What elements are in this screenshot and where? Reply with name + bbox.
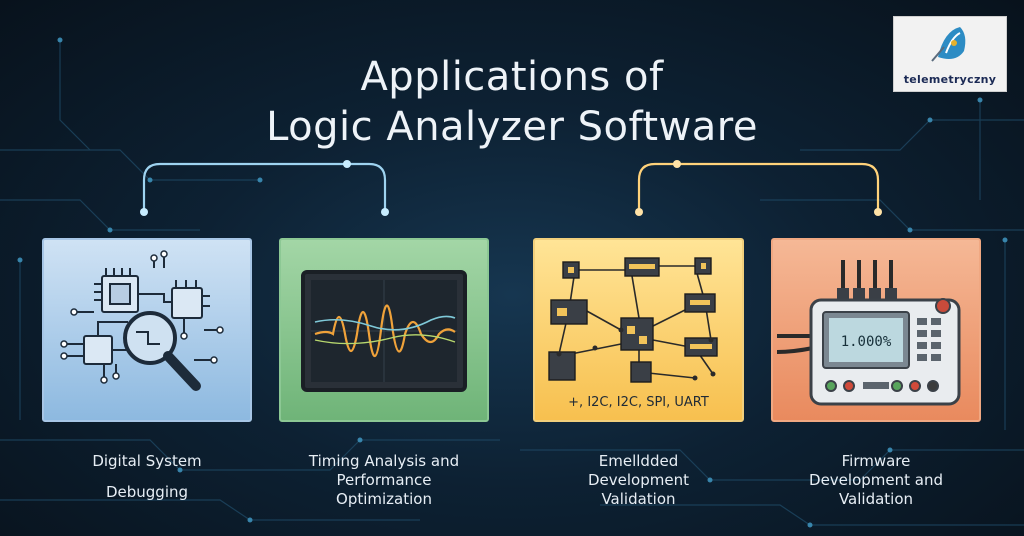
card-embedded-validation[interactable]: +, I2C, I2C, SPI, UART (533, 238, 744, 422)
label-line: Validation (838, 490, 914, 508)
title-line-2: Logic Analyzer Software (266, 104, 758, 150)
logo-emblem-icon (931, 27, 966, 62)
brand-logo: telemetryczny (893, 16, 1007, 92)
label-line: Development (588, 471, 689, 489)
card-timing-analysis[interactable] (279, 238, 489, 422)
page-title: Applications of Logic Analyzer Software (0, 52, 1024, 152)
label-line: Performance (336, 471, 432, 489)
label-line: Timing Analysis and (308, 452, 460, 470)
label-embedded-validation: Emelldded Development Validation (533, 452, 744, 509)
label-line: Digital System (92, 452, 202, 470)
card-firmware-validation[interactable]: 1.000% (771, 238, 981, 422)
label-line: Debugging (105, 483, 189, 501)
title-line-1: Applications of (360, 54, 664, 100)
label-firmware-validation: Firmware Development and Validation (771, 452, 981, 509)
label-digital-system-debugging: Digital System Debugging (42, 452, 252, 502)
label-line: Emelldded (598, 452, 679, 470)
label-line: Firmware (841, 452, 911, 470)
logo-text: telemetryczny (903, 73, 997, 86)
oscilloscope-waveform-icon (301, 270, 467, 392)
label-line: Development and (809, 471, 943, 489)
logic-analyzer-device-icon: 1.000% (776, 260, 961, 406)
label-line: Optimization (336, 490, 432, 508)
label-timing-analysis: Timing Analysis and Performance Optimiza… (279, 452, 489, 509)
chip-magnifier-icon (60, 250, 224, 391)
card-digital-system-debugging[interactable] (42, 238, 252, 422)
device-display-value: 1.000% (841, 334, 892, 350)
protocol-list: +, I2C, I2C, SPI, UART (568, 395, 709, 410)
label-line: Validation (601, 490, 676, 508)
circuit-board-icon (548, 257, 718, 383)
